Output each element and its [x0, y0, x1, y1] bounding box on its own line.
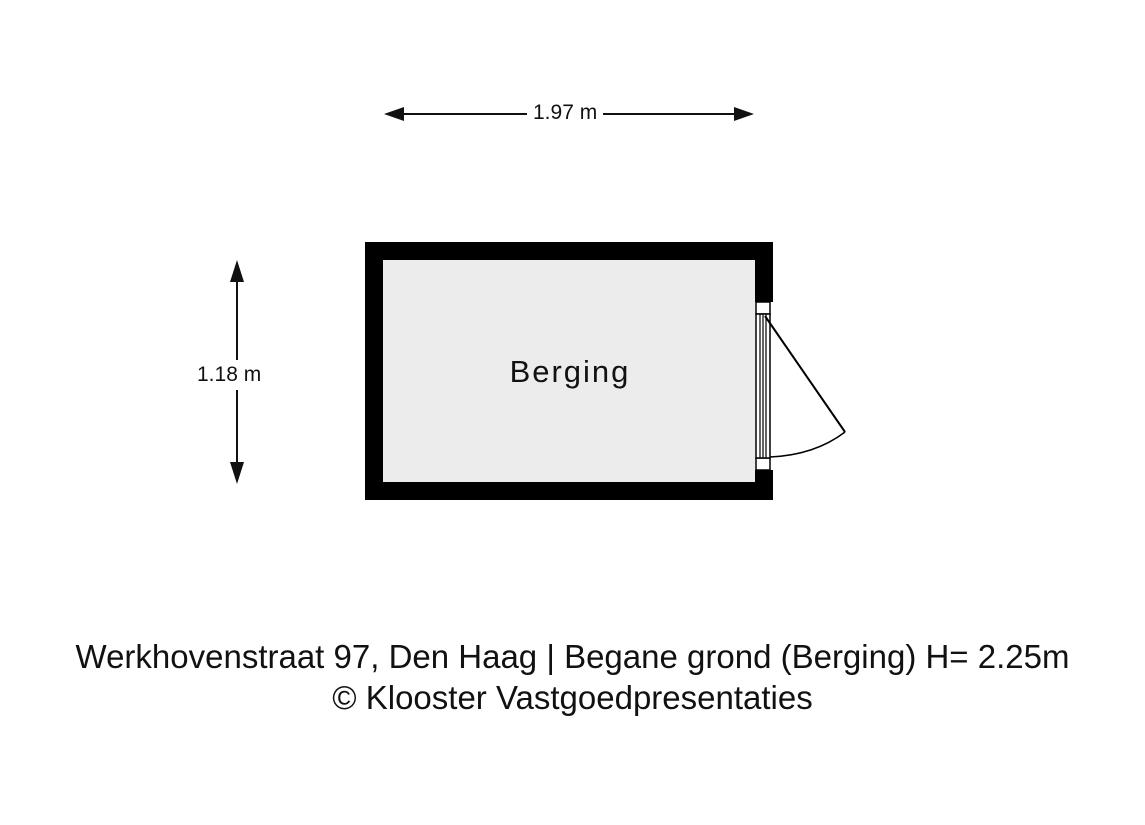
door — [755, 301, 846, 471]
width-dimension-label: 1.97 m — [527, 101, 604, 125]
copyright-caption: © Klooster Vastgoedpresentaties — [332, 679, 813, 716]
room-label-berging: Berging — [509, 354, 631, 389]
room-floor — [383, 260, 755, 482]
height-dimension-label: 1.18 m — [195, 360, 264, 390]
walls — [365, 242, 773, 500]
address-caption: Werkhovenstraat 97, Den Haag | Begane gr… — [75, 638, 1070, 675]
